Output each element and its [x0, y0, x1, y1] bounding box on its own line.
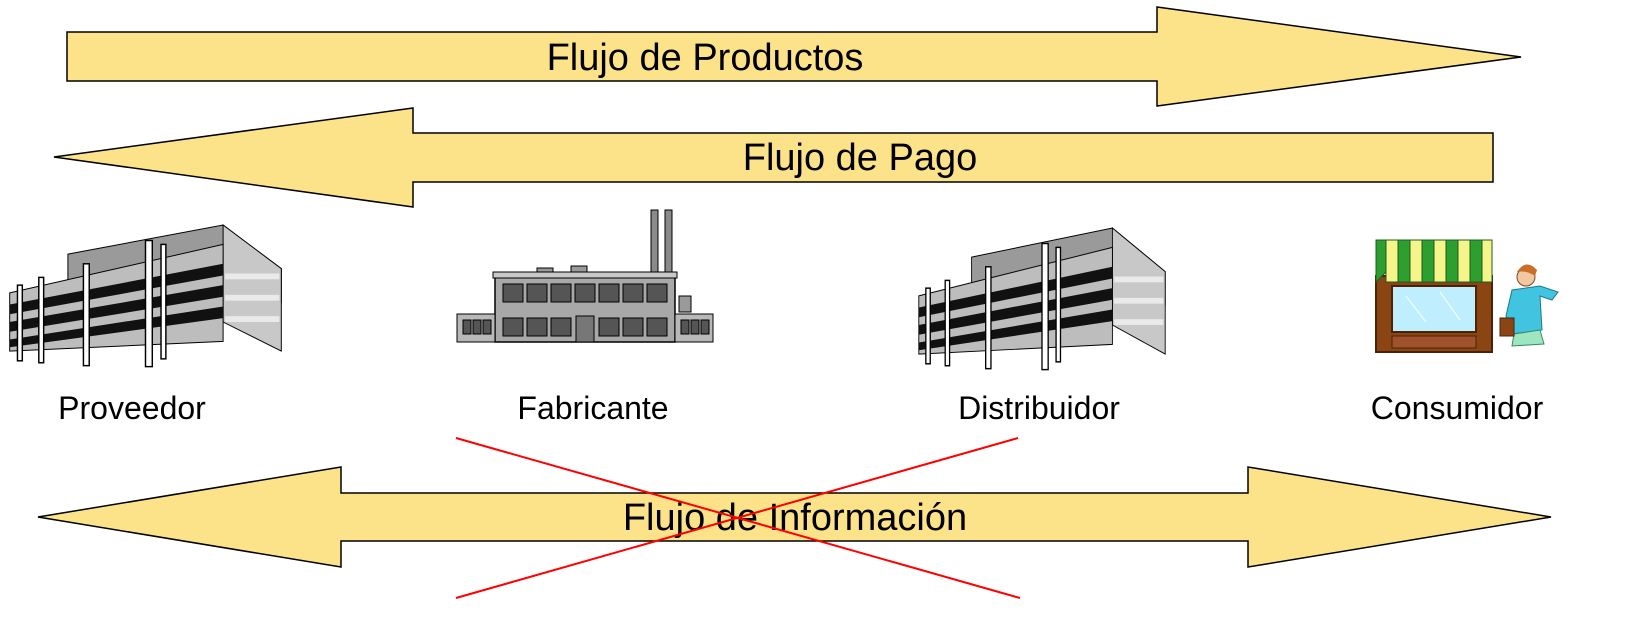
distributor-node: Distribuidor: [918, 227, 1166, 426]
payment-flow-label: Flujo de Pago: [743, 137, 978, 179]
products-flow-arrow: Flujo de Productos: [66, 6, 1522, 107]
supplier-node: Proveedor: [8, 224, 283, 426]
distributor-label: Distribuidor: [958, 390, 1120, 426]
information-flow-cross: [455, 437, 1021, 599]
manufacturer-label: Fabricante: [517, 390, 668, 426]
office-building-icon: [918, 227, 1166, 371]
payment-flow-arrow: Flujo de Pago: [53, 107, 1494, 208]
information-flow-label: Flujo de Información: [623, 497, 967, 539]
factory-icon: [456, 209, 714, 343]
shop-consumer-icon: [1375, 239, 1559, 353]
products-flow-label: Flujo de Productos: [547, 37, 864, 79]
consumer-node: Consumidor: [1371, 239, 1559, 426]
consumer-label: Consumidor: [1371, 390, 1544, 426]
manufacturer-node: Fabricante: [456, 209, 714, 426]
information-flow-arrow: Flujo de Información: [37, 466, 1552, 568]
supplier-label: Proveedor: [58, 390, 206, 426]
office-building-icon: [8, 224, 283, 368]
